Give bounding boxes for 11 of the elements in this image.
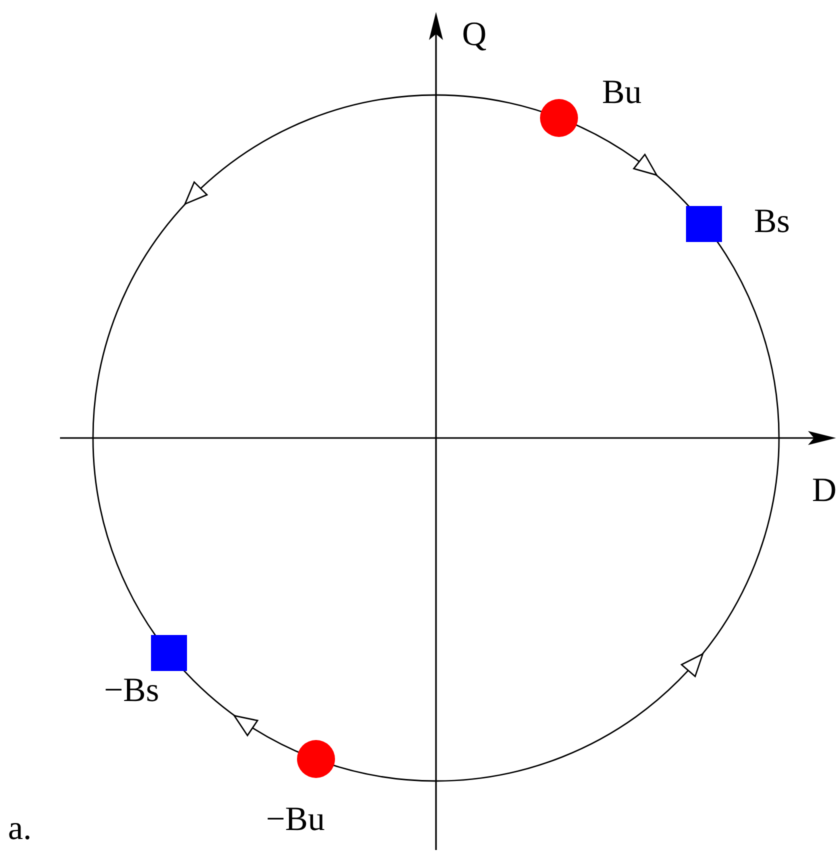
point-label: Bs xyxy=(754,205,790,239)
panel-label: a. xyxy=(8,812,32,846)
point-label: Bu xyxy=(602,76,642,110)
state-dot xyxy=(296,740,335,778)
axis-label: Q xyxy=(462,18,487,52)
point-label: −Bs xyxy=(104,674,160,708)
state-square xyxy=(150,634,187,671)
point-label: −Bu xyxy=(266,803,325,837)
axis-label: D xyxy=(812,474,837,508)
state-dot xyxy=(540,98,578,137)
state-square xyxy=(686,206,722,242)
